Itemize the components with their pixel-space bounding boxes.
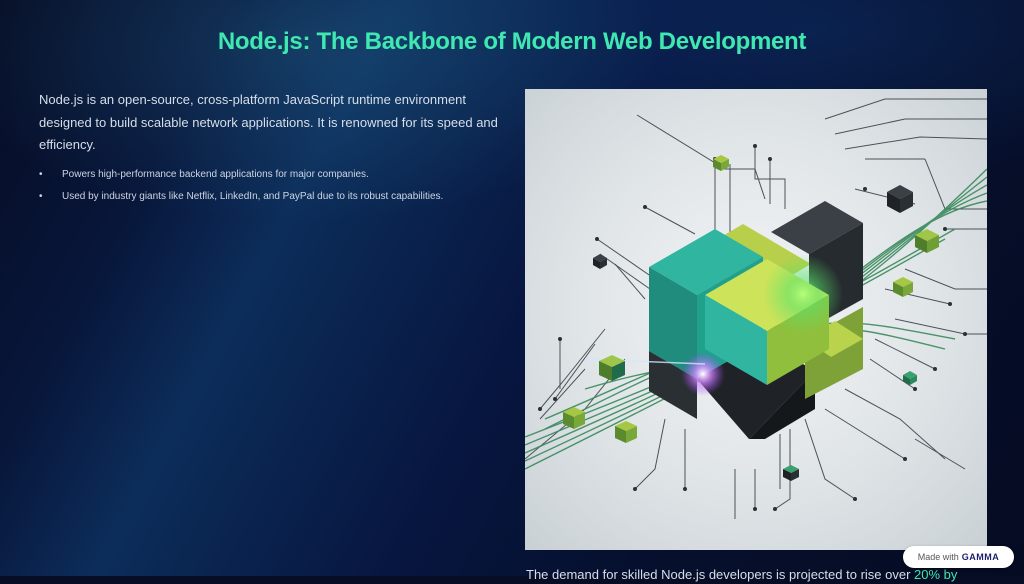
badge-brand: GAMMA xyxy=(961,552,1000,562)
bottom-text: The demand for skilled Node.js developer… xyxy=(526,567,915,582)
circuit-cube-illustration xyxy=(525,98,987,519)
cube-cluster xyxy=(584,201,863,439)
bottom-paragraph: The demand for skilled Node.js developer… xyxy=(526,566,986,584)
circuit-lines xyxy=(525,98,987,519)
bottom-highlight: 20% by xyxy=(914,567,958,582)
bullet-list: Powers high-performance backend applicat… xyxy=(39,164,509,208)
small-cubes xyxy=(563,155,939,481)
badge-prefix: Made with xyxy=(917,552,959,562)
hero-image xyxy=(525,89,987,550)
made-with-gamma-badge[interactable]: Made with GAMMA xyxy=(903,546,1014,568)
intro-paragraph: Node.js is an open-source, cross-platfor… xyxy=(39,92,498,152)
slide-title: Node.js: The Backbone of Modern Web Deve… xyxy=(217,28,807,55)
bullet-item: Powers high-performance backend applicat… xyxy=(39,164,509,186)
bullet-item: Used by industry giants like Netflix, Li… xyxy=(39,186,509,208)
